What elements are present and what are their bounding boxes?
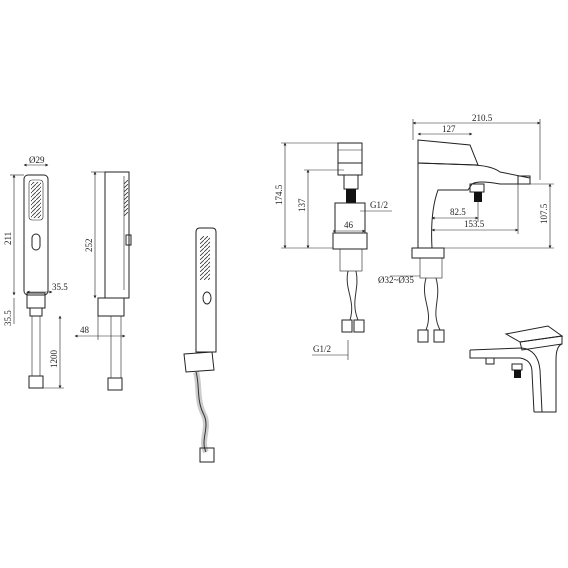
dim-spout-height: 174.5 [274,184,284,205]
dim-right-height: 107.5 [539,203,549,224]
dim-thread-bottom: G1/2 [313,344,331,354]
tap-front-view: 210.5 127 82.5 153.5 107.5 Ø32~Ø35 [378,113,554,343]
dim-body-height: 137 [297,198,307,212]
dim-handshower-length: 211 [3,232,13,245]
dim-spout-reach-outer: 153.5 [464,219,485,229]
dim-thread-top: G1/2 [370,200,388,210]
dim-top-length: 127 [442,124,456,134]
tap-perspective [469,325,564,413]
dim-base-width: 46 [344,220,354,230]
tap-side-view: 174.5 137 G1/2 46 G1/2 [274,142,392,360]
dim-side-height: 252 [84,239,94,253]
spray-nozzles [31,182,41,218]
dim-holder-height: 35.5 [3,310,13,326]
handshower-front-view: Ø29 211 35.5 35.5 1200 [3,155,68,389]
handshower-side-view: 252 48 [74,171,132,391]
dim-hose-length: 1200 [49,350,59,369]
dim-overall-length: 210.5 [472,113,493,123]
dim-spout-reach-inner: 82.5 [450,207,466,217]
dim-side-holder-depth: 48 [80,325,90,335]
dim-holder-width: 35.5 [52,282,68,292]
dim-handshower-diameter: Ø29 [29,155,45,165]
handshower-perspective [183,227,217,463]
dim-base-diameter: Ø32~Ø35 [378,275,414,285]
